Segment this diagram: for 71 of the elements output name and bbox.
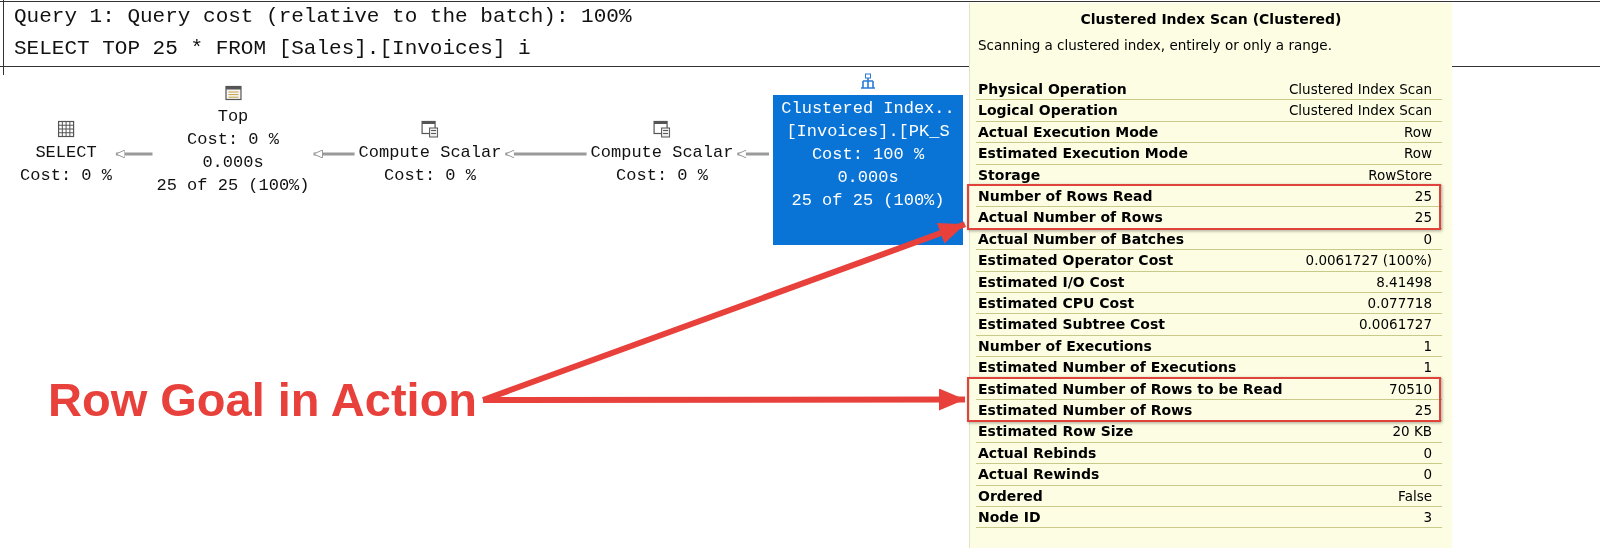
property-value: 25 xyxy=(1414,402,1432,419)
property-name: Number of Executions xyxy=(978,337,1152,355)
operator-name: SELECT xyxy=(34,142,98,164)
property-name: Estimated Operator Cost xyxy=(978,252,1174,270)
property-name: Storage xyxy=(978,166,1041,184)
data-flow-arrow xyxy=(736,149,769,159)
operator-stat: 0.000s xyxy=(836,167,900,189)
property-value: 70510 xyxy=(1389,380,1432,398)
property-value: 20 KB xyxy=(1392,423,1432,441)
property-value: Clustered Index Scan xyxy=(1288,81,1432,98)
property-name: Estimated Row Size xyxy=(978,423,1134,441)
property-value: 25 xyxy=(1414,188,1432,205)
property-name: Estimated I/O Cost xyxy=(978,273,1125,291)
property-name: Node ID xyxy=(978,509,1041,526)
operator-stat: Cost: 0 % xyxy=(20,165,112,187)
property-value: 0 xyxy=(1423,444,1432,462)
property-value: 0 xyxy=(1423,466,1432,484)
query-text: SELECT TOP 25 * FROM [Sales].[Invoices] i xyxy=(14,36,531,62)
property-name: Estimated Execution Mode xyxy=(978,145,1188,163)
property-name: Estimated Number of Executions xyxy=(978,359,1237,377)
operator-stat: Cost: 0 % xyxy=(383,165,477,187)
data-flow-arrow xyxy=(115,149,153,159)
property-name: Physical Operation xyxy=(978,81,1127,98)
operator-stat: [Invoices].[PK_S xyxy=(785,121,951,143)
highlight-frame xyxy=(967,184,1441,230)
operator-stat: 25 of 25 (100%) xyxy=(156,175,310,197)
property-value: 0 xyxy=(1423,230,1432,248)
property-value: RowStore xyxy=(1368,166,1432,184)
property-value: 0.077718 xyxy=(1367,295,1432,312)
operator-stat: Cost: 0 % xyxy=(186,129,280,151)
highlight-frame xyxy=(967,376,1441,423)
data-flow-arrow xyxy=(313,149,355,159)
property-name: Estimated Number of Rows xyxy=(978,402,1193,419)
property-value: 8.41498 xyxy=(1376,273,1432,291)
property-name: Estimated CPU Cost xyxy=(978,295,1135,312)
property-value: Row xyxy=(1403,145,1432,163)
property-name: Ordered xyxy=(978,487,1043,505)
selected-operator xyxy=(773,95,963,245)
property-name: Actual Rewinds xyxy=(978,466,1100,484)
operator-stat: Cost: 0 % xyxy=(615,165,709,187)
property-name: Number of Rows Read xyxy=(978,188,1153,205)
property-name: Estimated Subtree Cost xyxy=(978,316,1165,334)
property-value: 25 xyxy=(1414,209,1432,227)
query-cost-text: Query 1: Query cost (relative to the batch): 100% xyxy=(14,4,632,30)
tooltip-description: Scanning a clustered index, entirely or only a range. xyxy=(978,37,1332,53)
operator-name: Top xyxy=(216,106,250,128)
property-value: False xyxy=(1398,487,1432,505)
data-flow-arrow xyxy=(504,149,587,159)
operator-stat: 25 of 25 (100%) xyxy=(790,190,946,212)
tooltip-panel xyxy=(969,3,1452,548)
property-value: 0.0061727 (100%) xyxy=(1305,252,1432,270)
operator-stat: 0.000s xyxy=(201,152,265,174)
operator-stat: Cost: 100 % xyxy=(810,144,926,166)
property-value: 0.0061727 xyxy=(1359,316,1432,334)
property-value: 1 xyxy=(1423,359,1432,377)
property-value: 3 xyxy=(1423,509,1432,526)
property-value: Row xyxy=(1403,123,1432,141)
tooltip-title: Clustered Index Scan (Clustered) xyxy=(1079,11,1343,27)
property-value: 1 xyxy=(1423,337,1432,355)
property-name: Actual Execution Mode xyxy=(978,123,1159,141)
property-name: Actual Number of Batches xyxy=(978,230,1184,248)
callout-arrow xyxy=(483,388,965,411)
property-value: Clustered Index Scan xyxy=(1288,102,1432,120)
property-name: Actual Rebinds xyxy=(978,444,1097,462)
operator-name: Clustered Index.. xyxy=(780,98,956,120)
callout-text: Row Goal in Action xyxy=(48,372,478,428)
property-name: Logical Operation xyxy=(978,102,1118,120)
property-name: Actual Number of Rows xyxy=(978,209,1163,227)
operator-name: Compute Scalar xyxy=(590,142,734,164)
property-name: Estimated Number of Rows to be Read xyxy=(978,380,1283,398)
operator-name: Compute Scalar xyxy=(358,142,502,164)
